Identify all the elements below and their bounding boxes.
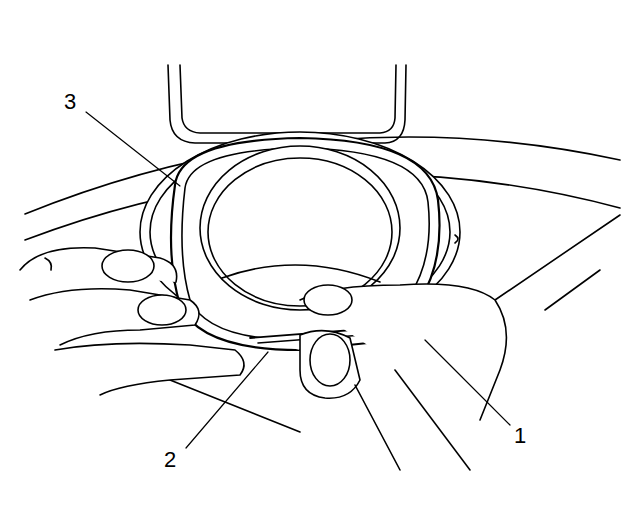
callout-number: 2 [162, 448, 178, 472]
callout-number: 3 [62, 90, 78, 114]
callout-number: 1 [512, 424, 528, 448]
